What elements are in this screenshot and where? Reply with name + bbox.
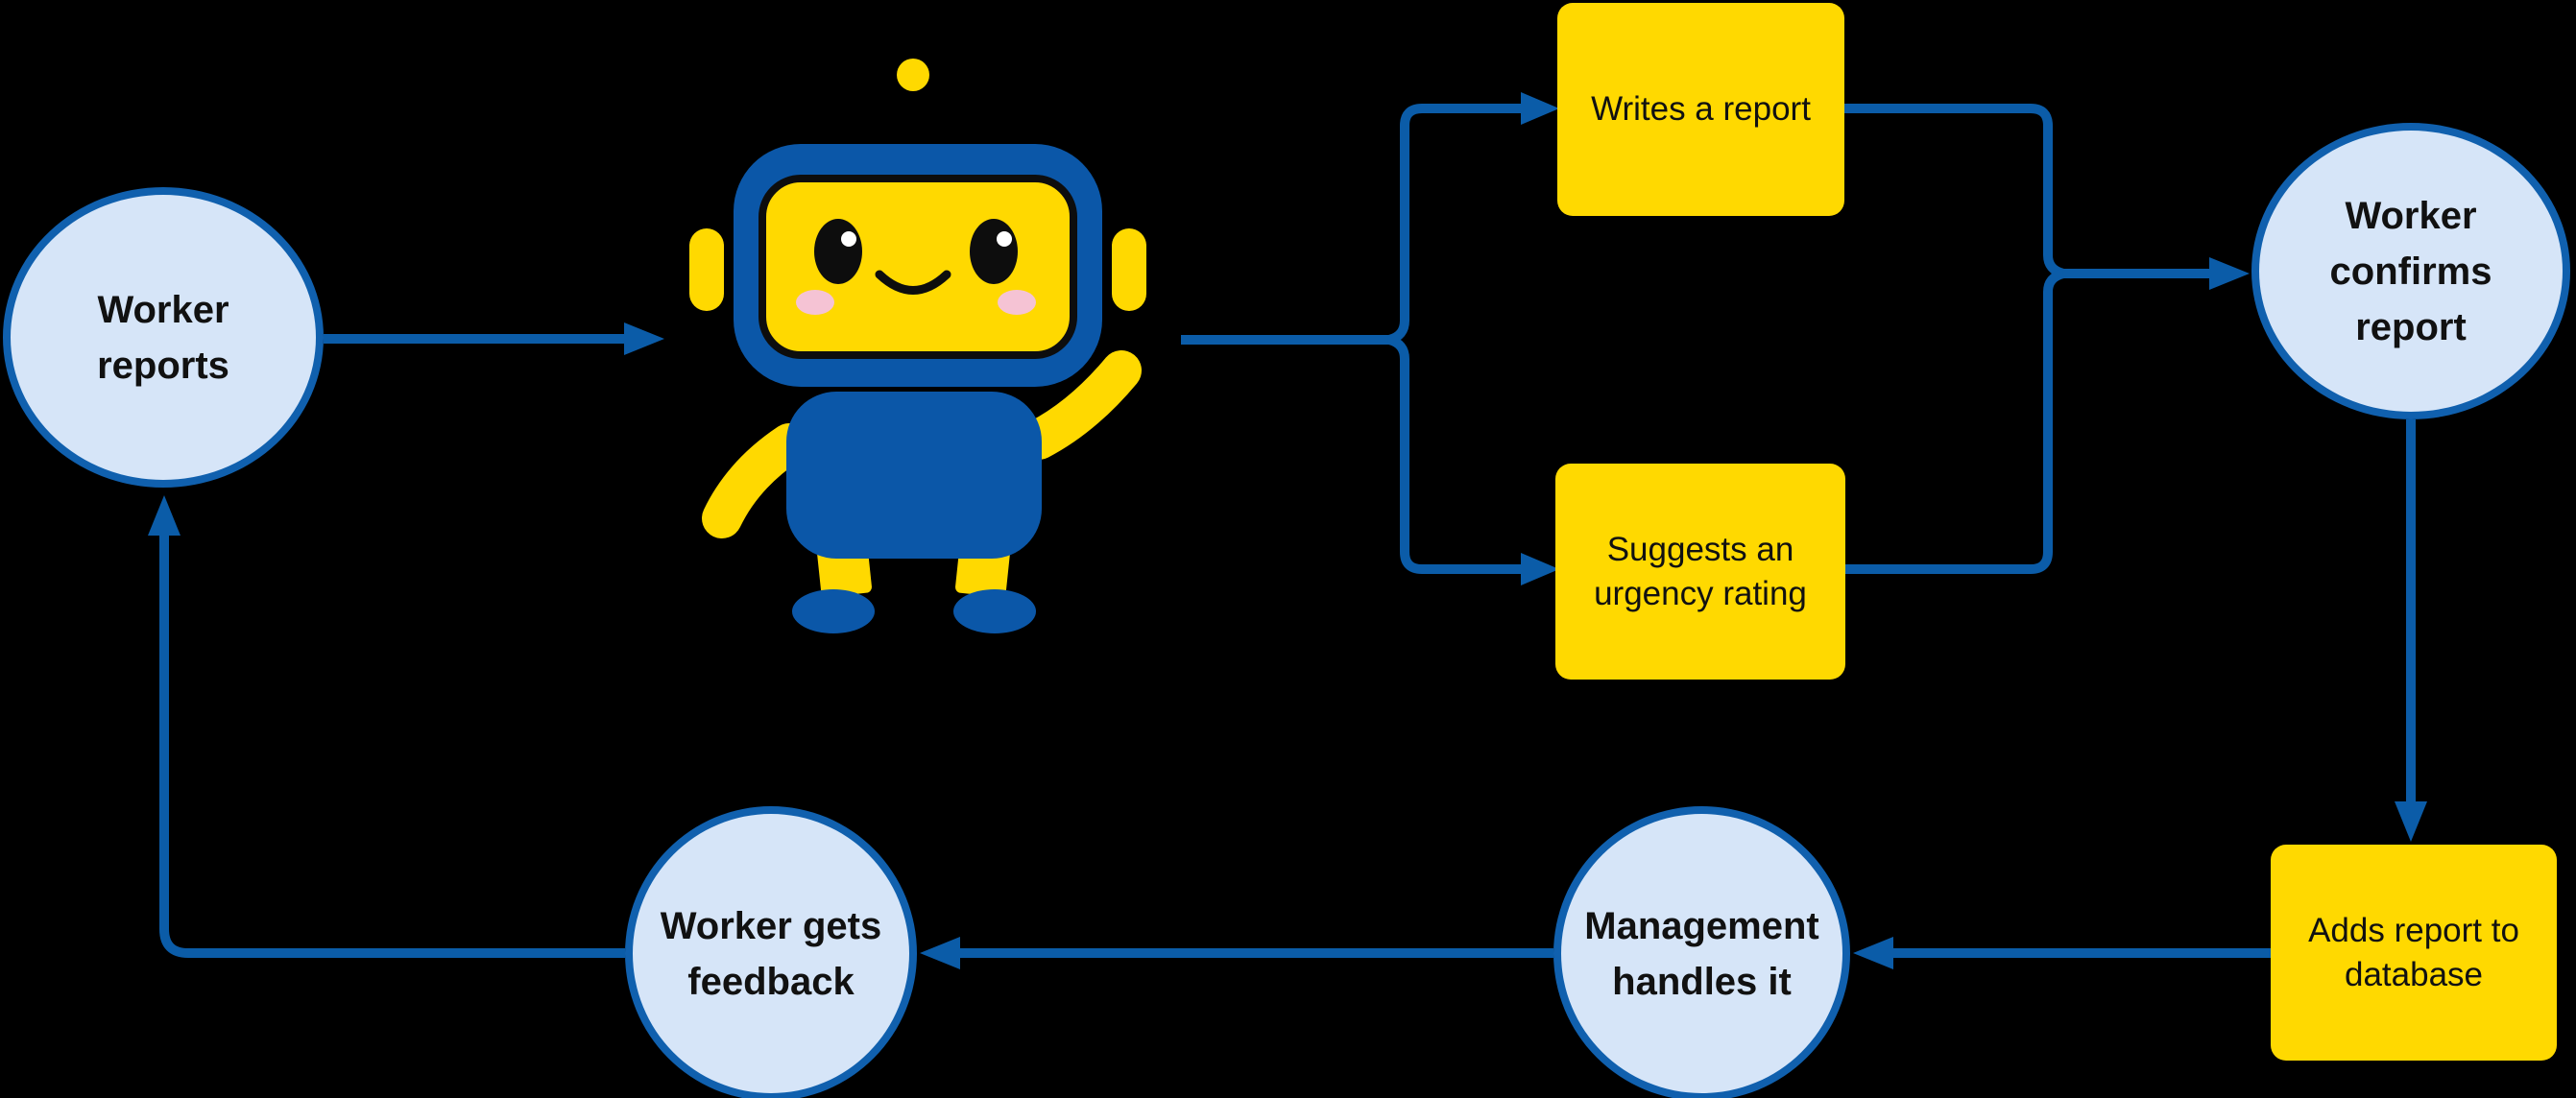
robot-arm-right bbox=[1019, 350, 1142, 460]
node-writes-report-label: Writes a report bbox=[1591, 90, 1811, 129]
robot-face-screen bbox=[758, 175, 1077, 359]
robot-foot-left bbox=[792, 589, 875, 633]
arrow-database-to-management bbox=[1853, 937, 2271, 969]
node-adds-database-label: Adds report to database bbox=[2308, 912, 2519, 993]
node-worker-feedback-label: Worker gets feedback bbox=[660, 904, 882, 1003]
arrow-worker-reports-to-robot bbox=[324, 322, 664, 355]
robot-mascot bbox=[689, 59, 1146, 633]
node-worker-reports: Worker reports bbox=[3, 187, 324, 488]
robot-cheek-left bbox=[796, 290, 834, 315]
node-suggests-urgency: Suggests an urgency rating bbox=[1555, 464, 1845, 680]
robot-eye-right bbox=[970, 219, 1018, 284]
node-worker-confirms: Worker confirms report bbox=[2251, 123, 2570, 419]
robot-arm-left bbox=[702, 423, 809, 538]
robot-eye-left bbox=[814, 219, 862, 284]
arrowhead-suggests-urgency bbox=[1521, 553, 1559, 585]
robot-ear-right bbox=[1112, 228, 1146, 311]
robot-smile bbox=[875, 270, 951, 295]
arrowhead-worker-confirms bbox=[2209, 257, 2250, 290]
node-worker-reports-label: Worker reports bbox=[97, 288, 229, 387]
merge-bracket bbox=[1844, 104, 2250, 574]
node-management-handles-label: Management handles it bbox=[1584, 904, 1819, 1003]
robot-ear-left bbox=[689, 228, 724, 311]
robot-antenna-ball bbox=[897, 59, 929, 91]
node-worker-confirms-label: Worker confirms report bbox=[2329, 194, 2492, 348]
robot-body bbox=[786, 392, 1042, 559]
node-writes-report: Writes a report bbox=[1557, 3, 1844, 216]
arrow-feedback-to-reports bbox=[148, 495, 625, 958]
node-management-handles: Management handles it bbox=[1553, 806, 1850, 1098]
node-suggests-urgency-label: Suggests an urgency rating bbox=[1594, 531, 1807, 612]
split-bracket bbox=[1387, 92, 1559, 585]
robot-eye-glint-right bbox=[997, 231, 1012, 247]
arrow-management-to-feedback bbox=[920, 937, 1553, 969]
robot-eye-glint-left bbox=[841, 231, 856, 247]
arrowhead-writes-report bbox=[1521, 92, 1559, 125]
arrow-confirms-to-database bbox=[2395, 419, 2427, 842]
node-adds-database: Adds report to database bbox=[2271, 845, 2557, 1061]
robot-cheek-right bbox=[998, 290, 1036, 315]
robot-foot-right bbox=[953, 589, 1036, 633]
node-worker-feedback: Worker gets feedback bbox=[625, 806, 917, 1098]
